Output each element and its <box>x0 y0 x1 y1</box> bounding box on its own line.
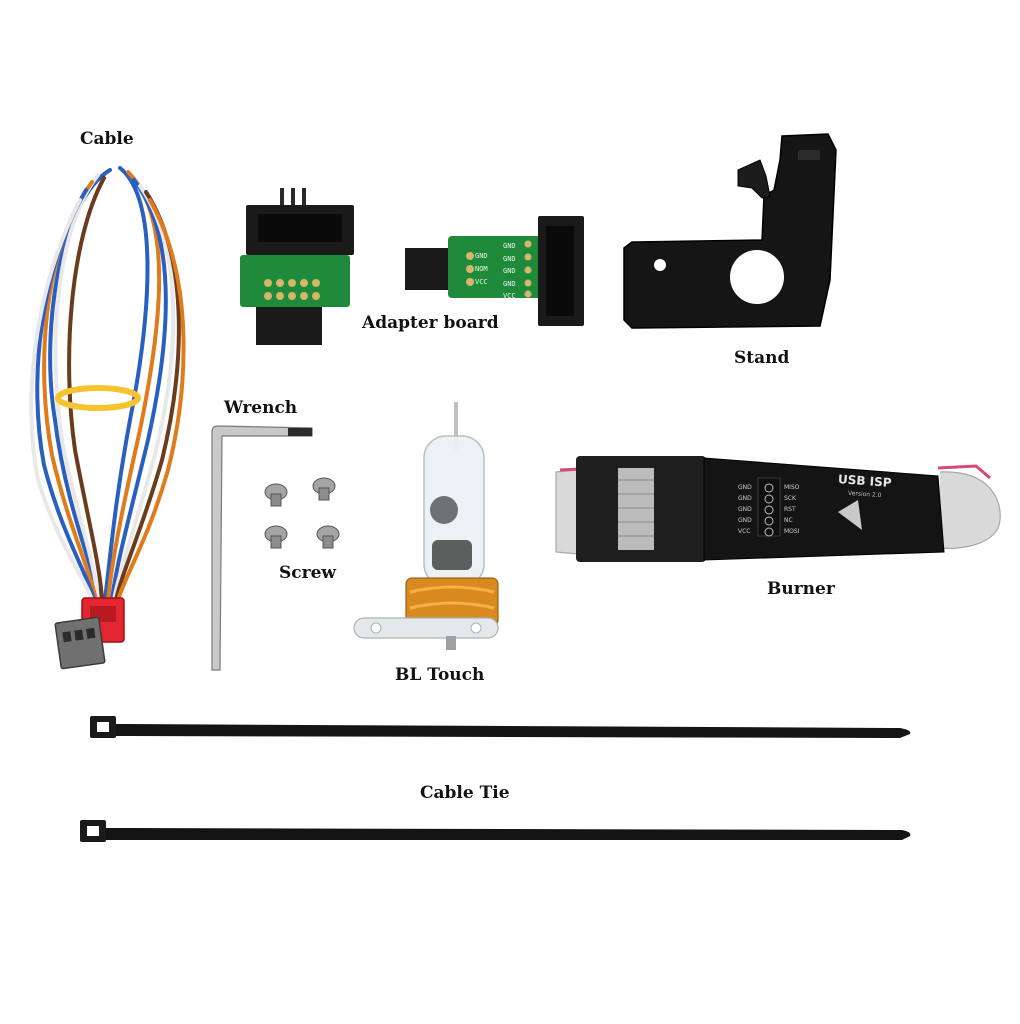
burner-pin-label: GND <box>738 517 752 524</box>
burner-pin-label: GND <box>738 506 752 513</box>
adapter-board-small <box>240 188 354 345</box>
cable-tie-bottom <box>80 820 911 842</box>
burner-pin-label: VCC <box>738 528 751 535</box>
adapter-pin-label: GND <box>503 254 516 263</box>
burner-pin-label: MISO <box>784 484 800 491</box>
burner-pin-label: MOSI <box>784 528 800 535</box>
label-wrench: Wrench <box>224 398 298 418</box>
burner-logo-icon <box>838 500 862 530</box>
adapter-pin-label: NOM <box>475 265 488 273</box>
label-adapter-board: Adapter board <box>362 313 499 333</box>
label-cable: Cable <box>80 129 134 149</box>
burner-pin-label: SCK <box>784 495 796 502</box>
stand-bracket <box>623 133 837 329</box>
cable-tie-top <box>90 716 911 738</box>
bl-touch-probe <box>353 402 499 650</box>
adapter-pin-label: VCC <box>475 278 488 286</box>
adapter-silkscreen-right: GND GND GND GND VCC <box>503 240 516 303</box>
adapter-silkscreen-left: GND NOM VCC <box>475 250 488 289</box>
cable-bundle <box>29 166 186 643</box>
adapter-pin-label: GND <box>503 242 516 250</box>
adapter-pin-label: VCC <box>503 292 516 300</box>
burner-pin-label: RST <box>784 506 796 513</box>
burner-pin-label: NC <box>784 517 793 524</box>
adapter-board-large <box>405 216 584 326</box>
usb-isp-burner <box>555 456 1001 562</box>
burner-pins-right: GND GND GND GND VCC <box>738 482 752 537</box>
wrench <box>211 425 313 671</box>
label-stand: Stand <box>734 348 790 368</box>
burner-pin-label: GND <box>738 484 752 491</box>
adapter-pin-label: GND <box>503 279 516 288</box>
adapter-pin-label: GND <box>503 267 516 275</box>
label-burner: Burner <box>767 579 835 599</box>
screws <box>264 477 340 549</box>
label-screw: Screw <box>279 563 337 583</box>
cable-connector <box>54 597 125 670</box>
label-cable-tie: Cable Tie <box>420 783 510 803</box>
adapter-pin-label: GND <box>475 252 488 260</box>
burner-pins-left: MISO SCK RST NC MOSI <box>784 482 799 537</box>
label-bl-touch: BL Touch <box>395 665 485 685</box>
burner-pin-label: GND <box>738 495 752 502</box>
